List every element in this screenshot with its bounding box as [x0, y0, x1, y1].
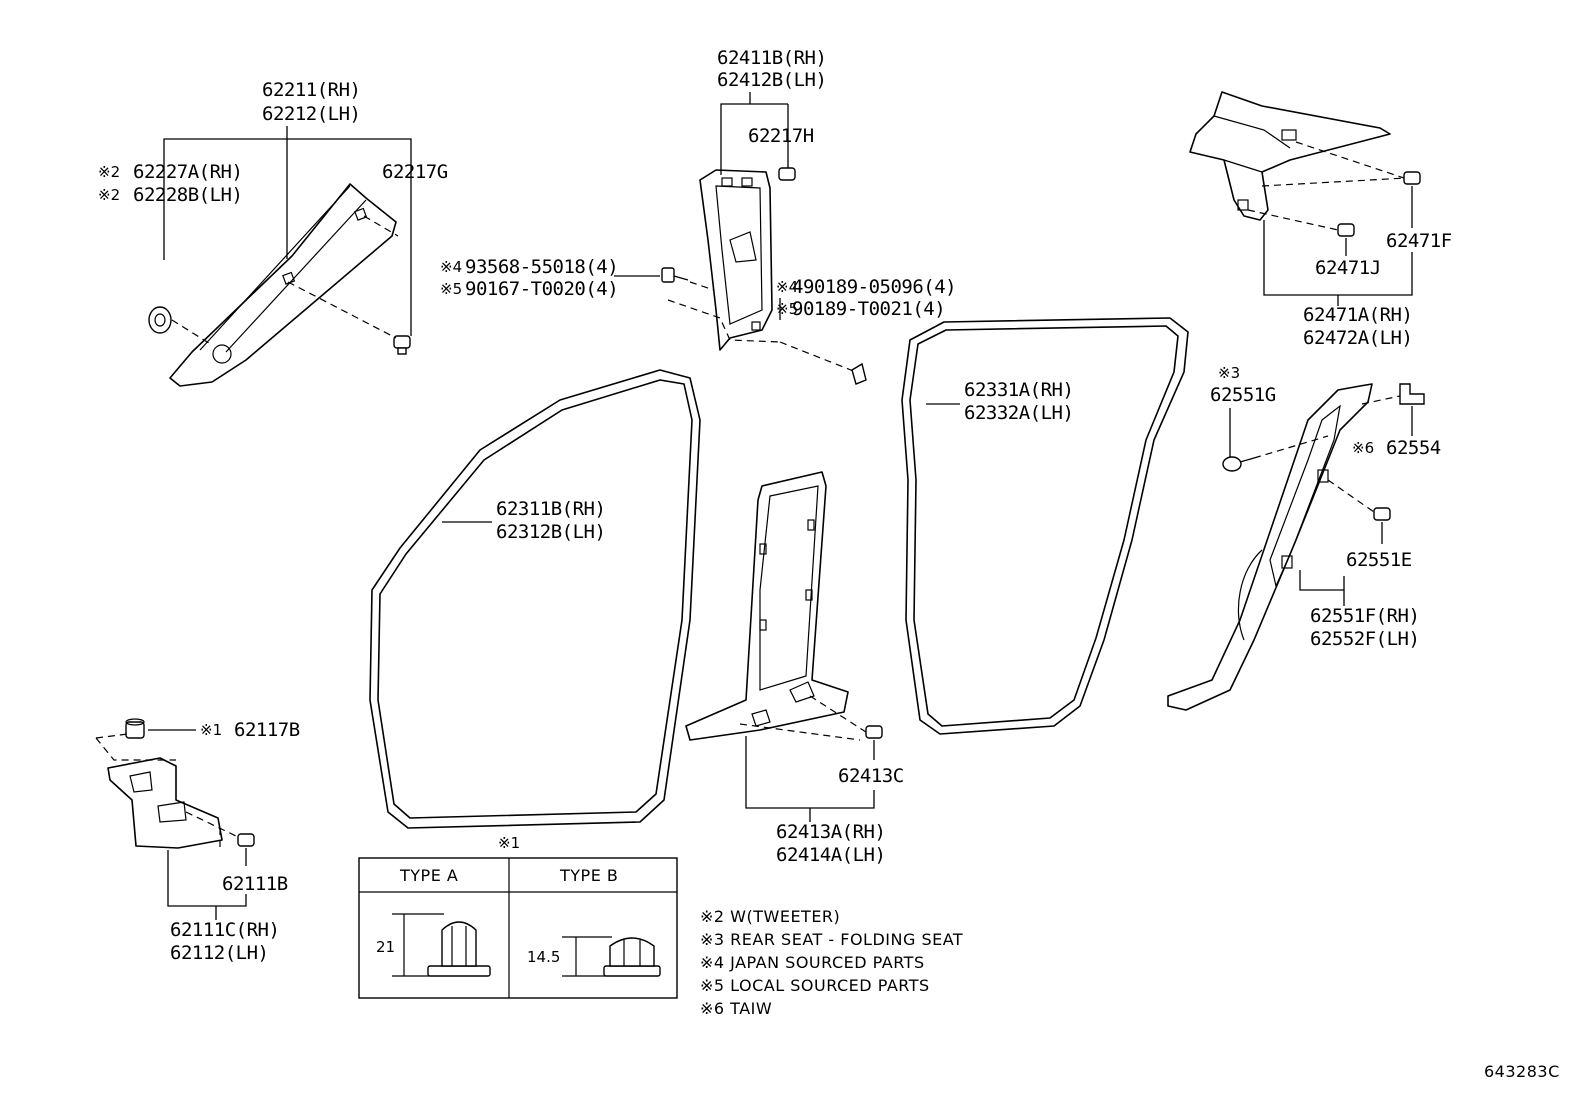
- cowl-clip-part[interactable]: [237, 833, 255, 847]
- cowl-nut-mark: ※1: [200, 721, 222, 739]
- cowl-nut-part[interactable]: [125, 718, 145, 739]
- seat-trim-label-rh[interactable]: 62551F(RH): [1310, 605, 1420, 627]
- bolt-mark-4: ※4: [440, 258, 462, 276]
- bolt-label-local[interactable]: 90167-T0020(4): [465, 278, 619, 300]
- rear-weatherstrip-part[interactable]: [901, 317, 1189, 735]
- a-pillar-group: 62211(RH) 62212(LH) ※2 62227A(RH) ※2 622…: [98, 79, 448, 387]
- rear-upper-clip-j-label[interactable]: 62471J: [1315, 257, 1381, 279]
- note-tweeter: ※2 W(TWEETER): [700, 907, 840, 926]
- b-pillar-lower-label-lh[interactable]: 62414A(LH): [776, 844, 886, 866]
- seat-trim-group: ※3 62551G ※6 62554 62551E 62551F(RH) 625…: [1167, 364, 1441, 711]
- seat-trim-clip-part[interactable]: [1373, 507, 1391, 521]
- bolt-label-japan[interactable]: 93568-55018(4): [465, 256, 619, 278]
- b-pillar-upper-garnish[interactable]: [699, 169, 773, 351]
- b-pillar-upper-group: 62411B(RH) 62412B(LH) 62217H ※4 93568-55…: [440, 47, 957, 385]
- bolt-mark-5: ※5: [440, 280, 462, 298]
- diagram-id: 643283C: [1484, 1062, 1560, 1081]
- b-pillar-lower-clip-part[interactable]: [865, 725, 883, 739]
- b-pillar-clip-part[interactable]: [778, 167, 796, 181]
- seat-trim-pin-label[interactable]: 62551G: [1210, 384, 1276, 406]
- front-weatherstrip-label-rh[interactable]: 62311B(RH): [496, 498, 606, 520]
- b-pillar-lower-label-rh[interactable]: 62413A(RH): [776, 821, 886, 843]
- rear-upper-trim-label-rh[interactable]: 62471A(RH): [1303, 304, 1413, 326]
- rear-weatherstrip-group: 62331A(RH) 62332A(LH): [901, 317, 1189, 735]
- a-pillar-clip-part[interactable]: [393, 335, 411, 355]
- b-pillar-lower-clip-label[interactable]: 62413C: [838, 765, 904, 787]
- seat-trim-part[interactable]: [1167, 383, 1373, 711]
- bolt-part[interactable]: [661, 267, 689, 283]
- note-local: ※5 LOCAL SOURCED PARTS: [700, 976, 930, 995]
- cowl-clip-label[interactable]: 62111B: [222, 873, 288, 895]
- tweeter-mark-1: ※2: [98, 163, 120, 181]
- note-japan: ※4 JAPAN SOURCED PARTS: [700, 953, 925, 972]
- nut-mark-4: ※4: [776, 278, 798, 296]
- seat-trim-label-lh[interactable]: 62552F(LH): [1310, 628, 1420, 650]
- front-weatherstrip-label-lh[interactable]: 62312B(LH): [496, 521, 606, 543]
- type-table: ※1 TYPE A TYPE B 21 14.5: [358, 834, 678, 999]
- tweeter-cover-part[interactable]: [148, 306, 172, 334]
- type-b-dimension: 14.5: [527, 948, 560, 966]
- rear-weatherstrip-label-rh[interactable]: 62331A(RH): [964, 379, 1074, 401]
- nut-label-japan[interactable]: 490189-05096(4): [792, 276, 957, 298]
- a-pillar-garnish[interactable]: [169, 183, 397, 387]
- type-a-nut-icon: [427, 921, 491, 977]
- rear-upper-clip-f-part[interactable]: [1403, 171, 1421, 185]
- a-pillar-clip-label[interactable]: 62217G: [382, 161, 448, 183]
- nut-label-local[interactable]: 90189-T0021(4): [792, 298, 946, 320]
- front-weatherstrip-group: 62311B(RH) 62312B(LH): [369, 369, 701, 829]
- note-taiw: ※6 TAIW: [700, 999, 772, 1018]
- cowl-trim-group: ※1 62117B 62111B 62111C(RH) 62112(LH): [95, 718, 300, 964]
- b-pillar-upper-label-lh[interactable]: 62412B(LH): [717, 69, 827, 91]
- seat-trim-clip-label[interactable]: 62551E: [1346, 549, 1412, 571]
- tweeter-cover-label-rh[interactable]: 62227A(RH): [133, 161, 243, 183]
- rear-upper-clip-f-label[interactable]: 62471F: [1386, 230, 1452, 252]
- b-pillar-lower-garnish[interactable]: [685, 471, 849, 741]
- seat-mark: ※3: [1218, 364, 1240, 382]
- b-pillar-clip-label[interactable]: 62217H: [748, 125, 814, 147]
- type-a-header: TYPE A: [399, 866, 458, 885]
- seat-trim-pin-part[interactable]: [1222, 456, 1255, 472]
- taiw-mark: ※6: [1352, 439, 1374, 457]
- cowl-trim-label-rh[interactable]: 62111C(RH): [170, 919, 280, 941]
- rear-upper-trim-group: 62471F 62471J 62471A(RH) 62472A(LH): [1189, 91, 1452, 349]
- type-a-dimension: 21: [376, 938, 395, 956]
- tweeter-cover-label-lh[interactable]: 62228B(LH): [133, 184, 243, 206]
- cowl-trim-part[interactable]: [107, 757, 223, 849]
- tweeter-mark-2: ※2: [98, 186, 120, 204]
- rear-upper-trim-part[interactable]: [1189, 91, 1391, 221]
- type-b-nut-icon: [603, 937, 661, 977]
- type-b-header: TYPE B: [559, 866, 618, 885]
- rear-weatherstrip-label-lh[interactable]: 62332A(LH): [964, 402, 1074, 424]
- a-pillar-label-lh[interactable]: 62212(LH): [262, 103, 361, 125]
- type-table-mark: ※1: [498, 834, 520, 852]
- rear-upper-clip-j-part[interactable]: [1337, 223, 1355, 237]
- front-weatherstrip-part[interactable]: [369, 369, 701, 829]
- cowl-nut-label[interactable]: 62117B: [234, 719, 300, 741]
- b-pillar-upper-label-rh[interactable]: 62411B(RH): [717, 47, 827, 69]
- nut-part[interactable]: [851, 362, 867, 385]
- cowl-trim-label-lh[interactable]: 62112(LH): [170, 942, 269, 964]
- rear-upper-trim-label-lh[interactable]: 62472A(LH): [1303, 327, 1413, 349]
- nut-mark-5: ※5: [776, 300, 798, 318]
- b-pillar-lower-group: 62413C 62413A(RH) 62414A(LH): [685, 471, 904, 866]
- notes-legend: ※2 W(TWEETER) ※3 REAR SEAT - FOLDING SEA…: [700, 907, 963, 1018]
- seat-trim-clip-plate-label[interactable]: 62554: [1386, 437, 1441, 459]
- a-pillar-label-rh[interactable]: 62211(RH): [262, 79, 361, 101]
- note-rear-seat: ※3 REAR SEAT - FOLDING SEAT: [700, 930, 963, 949]
- seat-trim-clip-plate-part[interactable]: [1399, 383, 1425, 405]
